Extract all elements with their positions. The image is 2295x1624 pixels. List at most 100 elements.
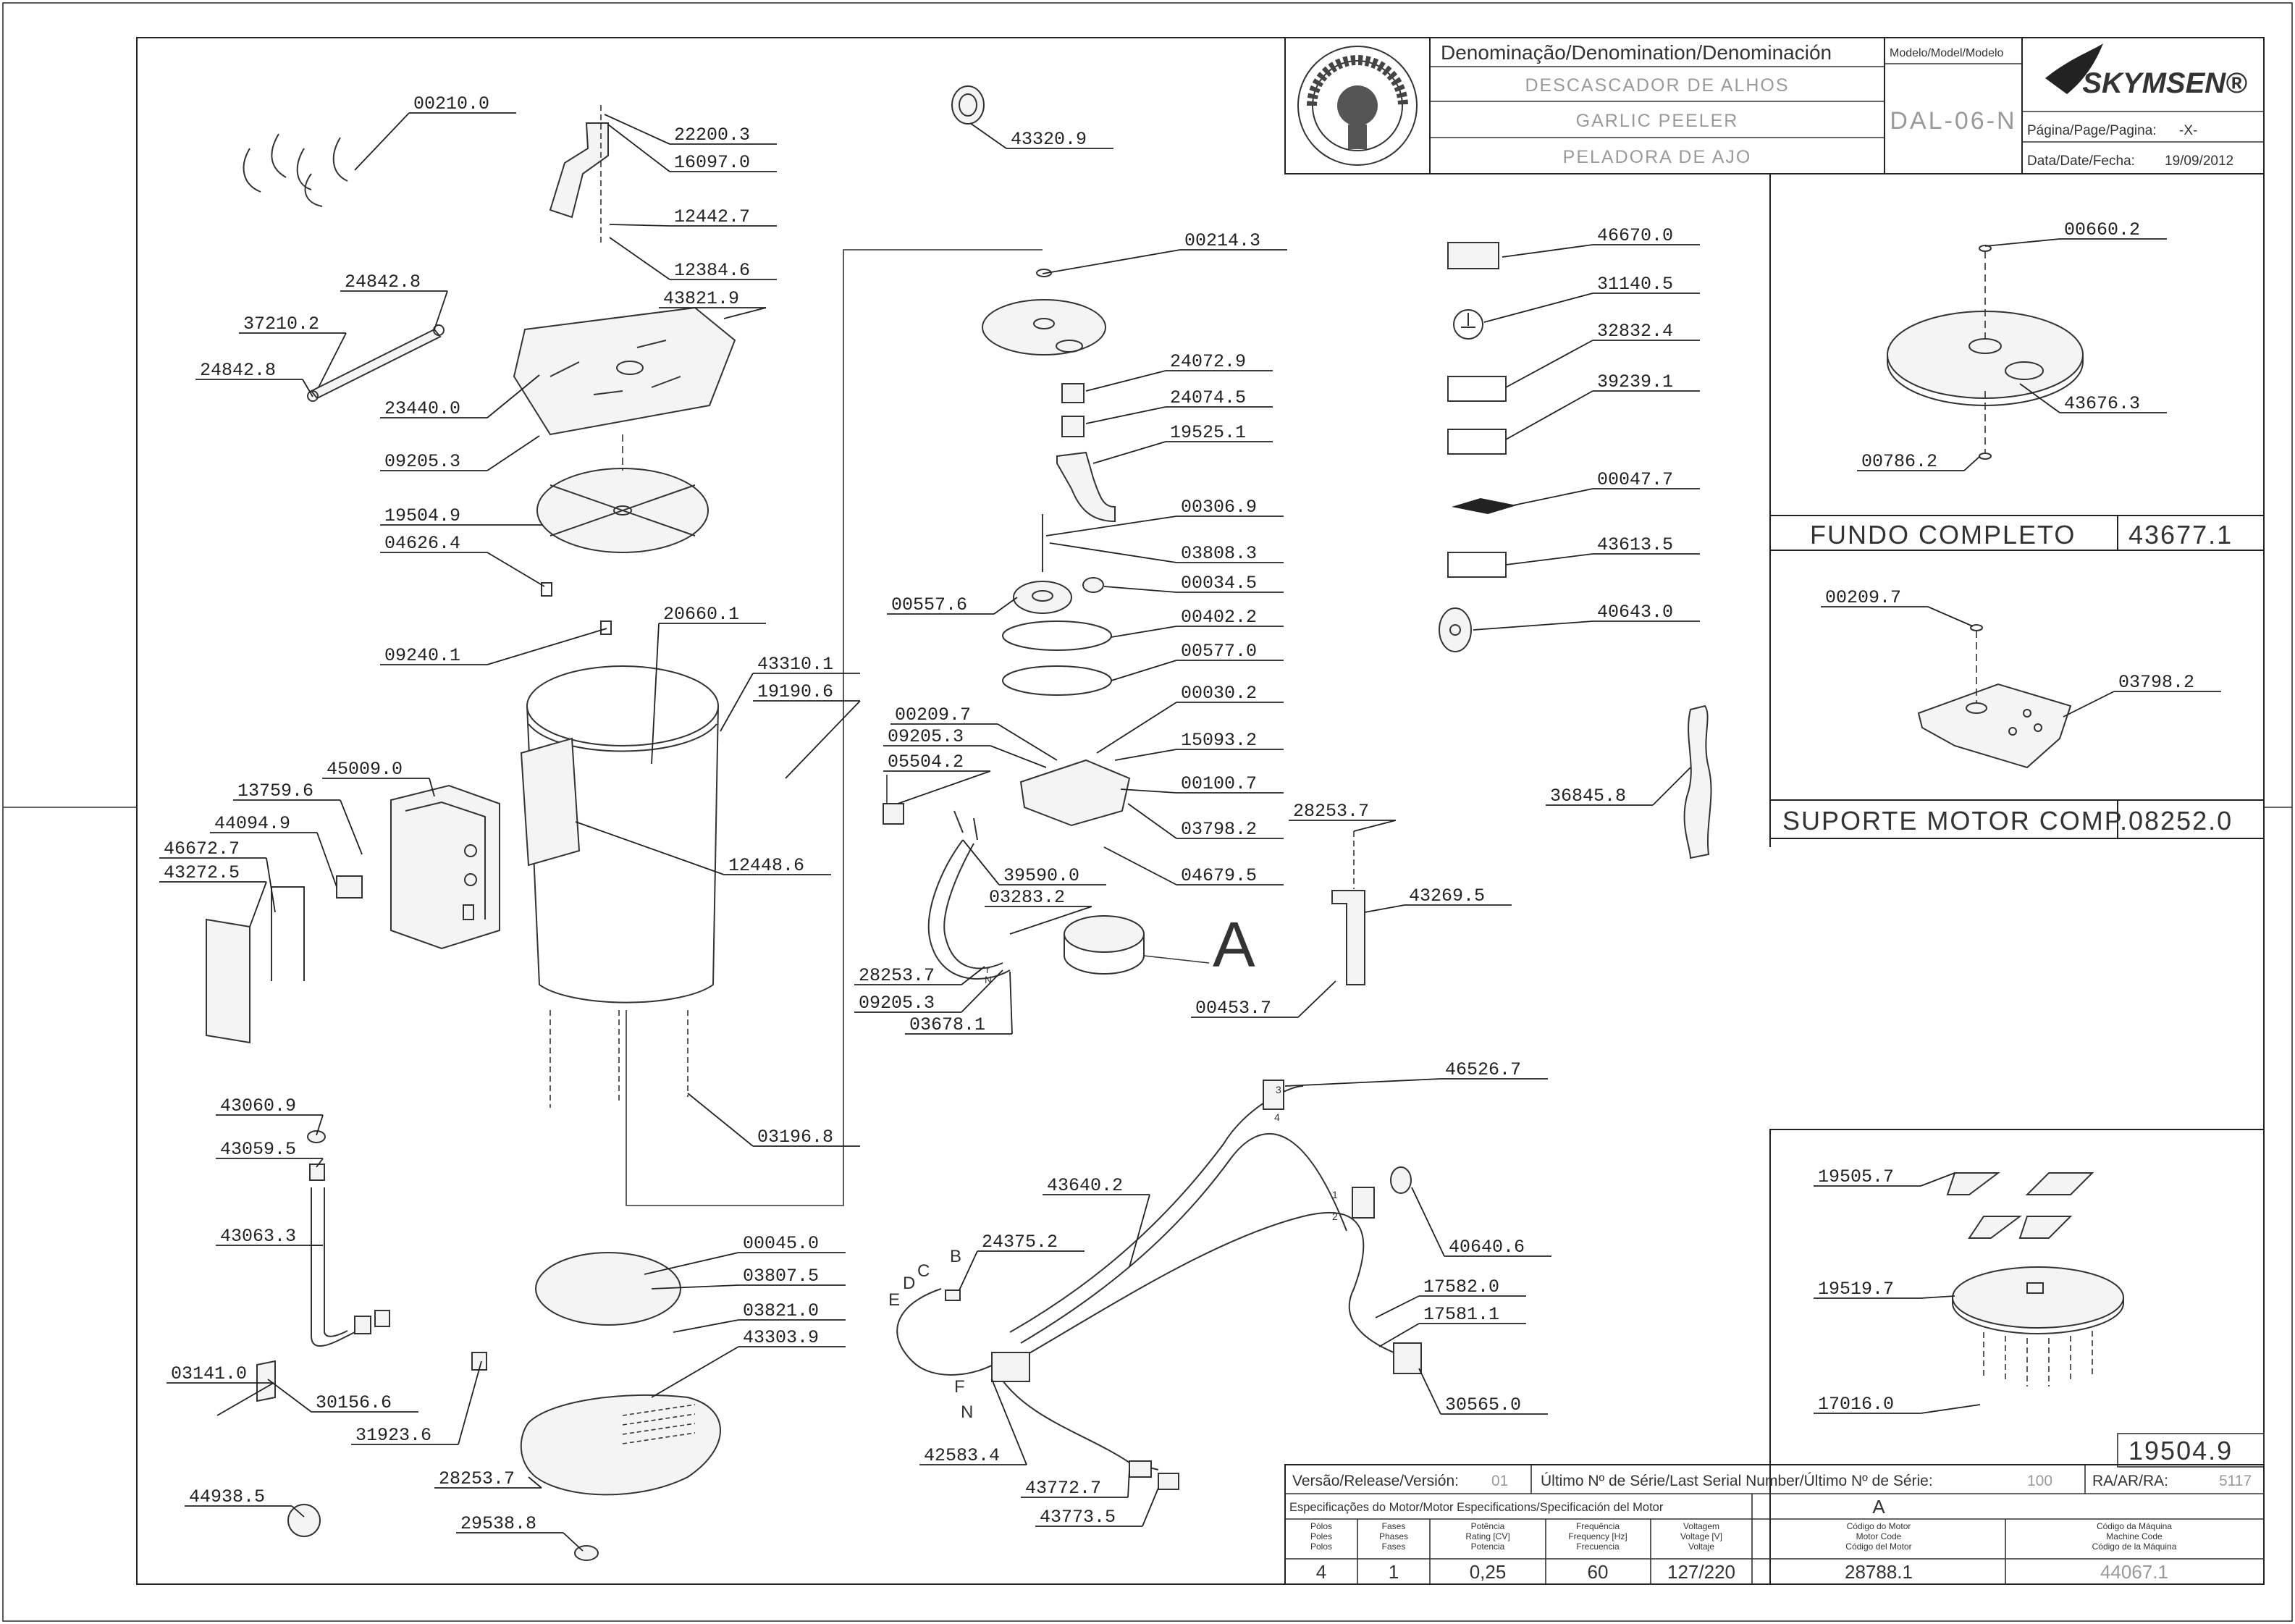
part-callout: 37210.2 xyxy=(239,314,347,388)
part-callout: 03678.1 xyxy=(905,971,1013,1035)
part-callout: 31140.5 xyxy=(1483,274,1700,323)
part-number-label: 15093.2 xyxy=(1181,730,1257,751)
machine-code-header-es: Código de la Máquina xyxy=(2092,1541,2177,1552)
callout-leader xyxy=(1652,767,1691,806)
callout-leader xyxy=(354,112,410,171)
motor-code-header-es: Código del Motor xyxy=(1845,1541,1911,1552)
part-callout: 00034.5 xyxy=(1103,573,1284,594)
frequency-header-es: Frecuencia xyxy=(1576,1541,1620,1552)
part-number-label: 24375.2 xyxy=(982,1232,1058,1253)
power-header-es: Potencia xyxy=(1471,1541,1505,1552)
callout-leader xyxy=(993,597,1018,615)
part-number-label: 03798.2 xyxy=(2118,672,2194,693)
part-number-label: 19504.9 xyxy=(384,505,460,526)
name-es: PELADORA DE AJO xyxy=(1563,147,1752,167)
part-callout: 13759.6 xyxy=(233,781,363,855)
callout-leader xyxy=(563,1532,584,1552)
part-number-label: 32832.4 xyxy=(1597,321,1673,342)
callout-leader xyxy=(1085,406,1166,424)
callout-leader xyxy=(266,857,276,913)
date-label: Data/Date/Fecha: xyxy=(2027,153,2135,169)
part-number-label: 03283.2 xyxy=(989,887,1065,908)
part-number-label: 29538.8 xyxy=(460,1513,536,1534)
part-callout: 00209.7 xyxy=(890,704,1058,761)
part-callout: 44938.5 xyxy=(185,1486,305,1518)
part-number-label: 13759.6 xyxy=(237,781,313,802)
part-callout: 43303.9 xyxy=(651,1327,846,1398)
part-number-label: 43821.9 xyxy=(663,288,739,309)
callout-leader xyxy=(1284,1078,1441,1087)
callout-leader xyxy=(316,832,337,888)
part-number-label: 43272.5 xyxy=(164,862,240,883)
part-number-label: 44938.5 xyxy=(189,1486,265,1507)
part-number-label: 00306.9 xyxy=(1181,497,1257,518)
part-number-label: 00786.2 xyxy=(1861,451,1937,472)
part-number-label: 46670.0 xyxy=(1597,225,1673,246)
part-callout: 31923.6 xyxy=(351,1360,482,1446)
part-callout: 17016.0 xyxy=(1814,1394,1981,1415)
callout-leader xyxy=(1502,244,1593,258)
callout-leader xyxy=(487,435,540,471)
part-callout: 19525.1 xyxy=(1092,422,1273,464)
callout-leader xyxy=(340,799,363,855)
callout-leader xyxy=(961,966,985,985)
part-callout: 39239.1 xyxy=(1505,371,1700,440)
part-number-label: 24072.9 xyxy=(1170,351,1246,372)
callout-leader xyxy=(604,114,670,145)
callout-leader xyxy=(1092,441,1166,464)
callout-leader xyxy=(1114,749,1177,761)
part-number-label: 00209.7 xyxy=(1825,587,1901,608)
part-callout: 00047.7 xyxy=(1512,469,1700,506)
wire-letter-b: B xyxy=(950,1247,961,1266)
callout-leader xyxy=(316,1158,324,1168)
part-number-label: 28253.7 xyxy=(1293,801,1369,822)
version-label: Versão/Release/Versión: xyxy=(1292,1473,1459,1489)
part-callout: 32832.4 xyxy=(1505,321,1700,388)
poles-header-pt: Pólos xyxy=(1310,1521,1332,1531)
callout-leader xyxy=(1127,1469,1130,1498)
callout-leader xyxy=(1920,1172,1955,1187)
callout-leader xyxy=(687,1093,754,1147)
part-callout: 05504.2 xyxy=(883,752,991,804)
part-callout: 19190.6 xyxy=(753,681,861,779)
callout-leader xyxy=(1505,390,1593,440)
part-number-label: 43772.7 xyxy=(1025,1478,1101,1499)
part-number-label: 42583.4 xyxy=(924,1445,1000,1466)
part-callout: 03808.3 xyxy=(1049,542,1284,564)
switch-terminal-4: 4 xyxy=(1274,1111,1280,1123)
part-number-label: 00034.5 xyxy=(1181,573,1257,594)
phases-value: 1 xyxy=(1389,1561,1399,1583)
part-callout: 03141.0 xyxy=(167,1363,274,1416)
part-number-label: 03808.3 xyxy=(1181,543,1257,564)
part-number-label: 46672.7 xyxy=(164,838,240,859)
callout-leader xyxy=(249,881,267,927)
part-callout: 28253.7 xyxy=(854,965,985,986)
part-number-label: 00210.0 xyxy=(413,93,489,114)
part-number-label: 17016.0 xyxy=(1818,1394,1894,1415)
part-callout: 09205.3 xyxy=(883,726,1047,768)
part-number-label: 19505.7 xyxy=(1818,1166,1894,1187)
wire-letter-f: F xyxy=(954,1377,965,1397)
part-number-label: 00660.2 xyxy=(2064,219,2140,240)
switch-terminal-1: 1 xyxy=(1332,1189,1338,1200)
voltage-value: 127/220 xyxy=(1667,1561,1735,1583)
part-number-label: 31140.5 xyxy=(1597,274,1673,295)
poles-value: 4 xyxy=(1316,1561,1326,1583)
callout-leader xyxy=(1512,488,1593,506)
part-callouts: 00210.022200.316097.012442.712384.643320… xyxy=(159,93,2221,1552)
part-callout: 00453.7 xyxy=(1191,980,1336,1019)
part-callout: 19504.9 xyxy=(380,505,543,526)
part-number-label: 28253.7 xyxy=(859,965,935,986)
part-callout: 43063.3 xyxy=(216,1226,323,1247)
callout-leader xyxy=(1111,626,1177,638)
switch-terminal-2: 2 xyxy=(1332,1211,1338,1222)
part-callout: 16097.0 xyxy=(607,124,777,173)
part-number-label: 03196.8 xyxy=(757,1127,833,1148)
motor-code-value: 28788.1 xyxy=(1845,1561,1913,1583)
part-number-label: 12384.6 xyxy=(674,260,750,281)
part-callout: 43772.7 xyxy=(1021,1469,1130,1499)
part-callout: 28253.7 xyxy=(1289,801,1397,832)
part-callout: 30565.0 xyxy=(1418,1368,1548,1415)
page-value: -X- xyxy=(2179,123,2197,138)
part-callout: 12448.6 xyxy=(575,821,831,876)
